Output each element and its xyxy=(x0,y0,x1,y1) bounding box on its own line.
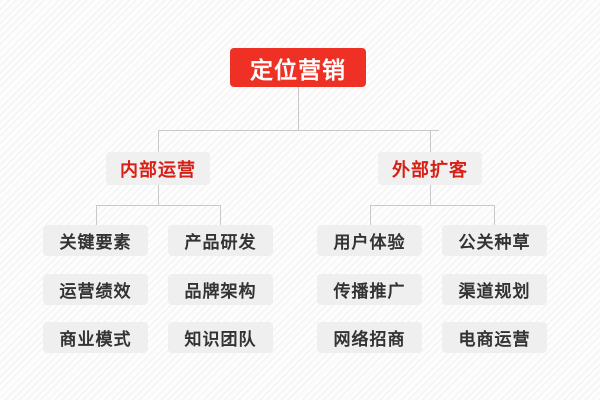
leaf-node[interactable]: 知识团队 xyxy=(168,322,273,353)
leaf-node[interactable]: 公关种草 xyxy=(442,225,547,256)
connector-branch-right-drop xyxy=(430,130,431,152)
leaf-node[interactable]: 关键要素 xyxy=(43,225,148,256)
leaf-node[interactable]: 商业模式 xyxy=(43,322,148,353)
leaf-node[interactable]: 渠道规划 xyxy=(442,274,547,305)
branch-node-internal-operations[interactable]: 内部运营 xyxy=(106,152,210,185)
connector-right-bar xyxy=(370,205,495,206)
connector-root-stem xyxy=(298,87,299,130)
leaf-node[interactable]: 运营绩效 xyxy=(43,274,148,305)
connector-left-stem xyxy=(158,185,159,206)
leaf-node[interactable]: 用户体验 xyxy=(317,225,422,256)
connector-right-col4-drop xyxy=(494,205,495,225)
root-node[interactable]: 定位营销 xyxy=(230,48,366,87)
leaf-node[interactable]: 品牌架构 xyxy=(168,274,273,305)
connector-left-bar xyxy=(96,205,221,206)
leaf-node[interactable]: 产品研发 xyxy=(168,225,273,256)
leaf-node[interactable]: 网络招商 xyxy=(317,322,422,353)
connector-right-stem xyxy=(430,185,431,206)
connector-branch-left-drop xyxy=(158,130,159,152)
connector-left-col2-drop xyxy=(220,205,221,225)
branch-node-external-acquisition[interactable]: 外部扩客 xyxy=(378,152,482,185)
connector-root-bar xyxy=(158,130,439,131)
leaf-node[interactable]: 电商运营 xyxy=(442,322,547,353)
connector-left-col1-drop xyxy=(96,205,97,225)
leaf-node[interactable]: 传播推广 xyxy=(317,274,422,305)
connector-right-col3-drop xyxy=(370,205,371,225)
